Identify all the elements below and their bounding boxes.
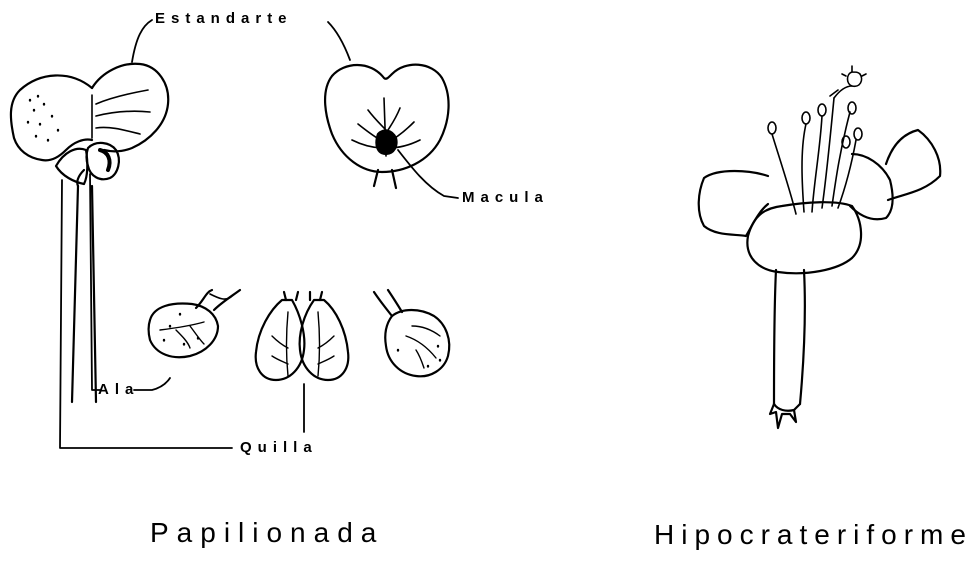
hipocrateriforme-flower — [699, 66, 941, 428]
caption-hipocrateriforme: Hipocrateriforme — [654, 521, 968, 549]
label-ala: Ala — [98, 382, 139, 397]
wing-right-detached — [374, 290, 449, 376]
keel-pair-detached — [256, 292, 349, 380]
stigma — [842, 66, 866, 86]
label-quilla: Quilla — [240, 440, 318, 455]
anthers — [768, 102, 862, 148]
standard-petal-right-lobe — [92, 64, 168, 152]
macula-spot — [376, 131, 396, 154]
papilionada-side-view — [11, 64, 168, 402]
label-estandarte: Estandarte — [155, 11, 293, 26]
wing-petal — [87, 143, 119, 179]
label-macula: Macula — [462, 190, 549, 205]
calyx — [770, 404, 796, 428]
standard-petal-front — [325, 65, 449, 188]
wing-left-detached — [149, 290, 241, 357]
corolla-tube — [774, 270, 805, 404]
stamens — [772, 90, 856, 214]
corolla-lobe-front — [747, 202, 861, 273]
standard-petal-left-lobe — [11, 75, 92, 160]
corolla-lobe-left — [699, 171, 768, 236]
caption-papilionada: Papilionada — [150, 519, 384, 547]
stipple-dots — [28, 96, 58, 141]
corolla-lobe-far-right — [886, 130, 940, 200]
